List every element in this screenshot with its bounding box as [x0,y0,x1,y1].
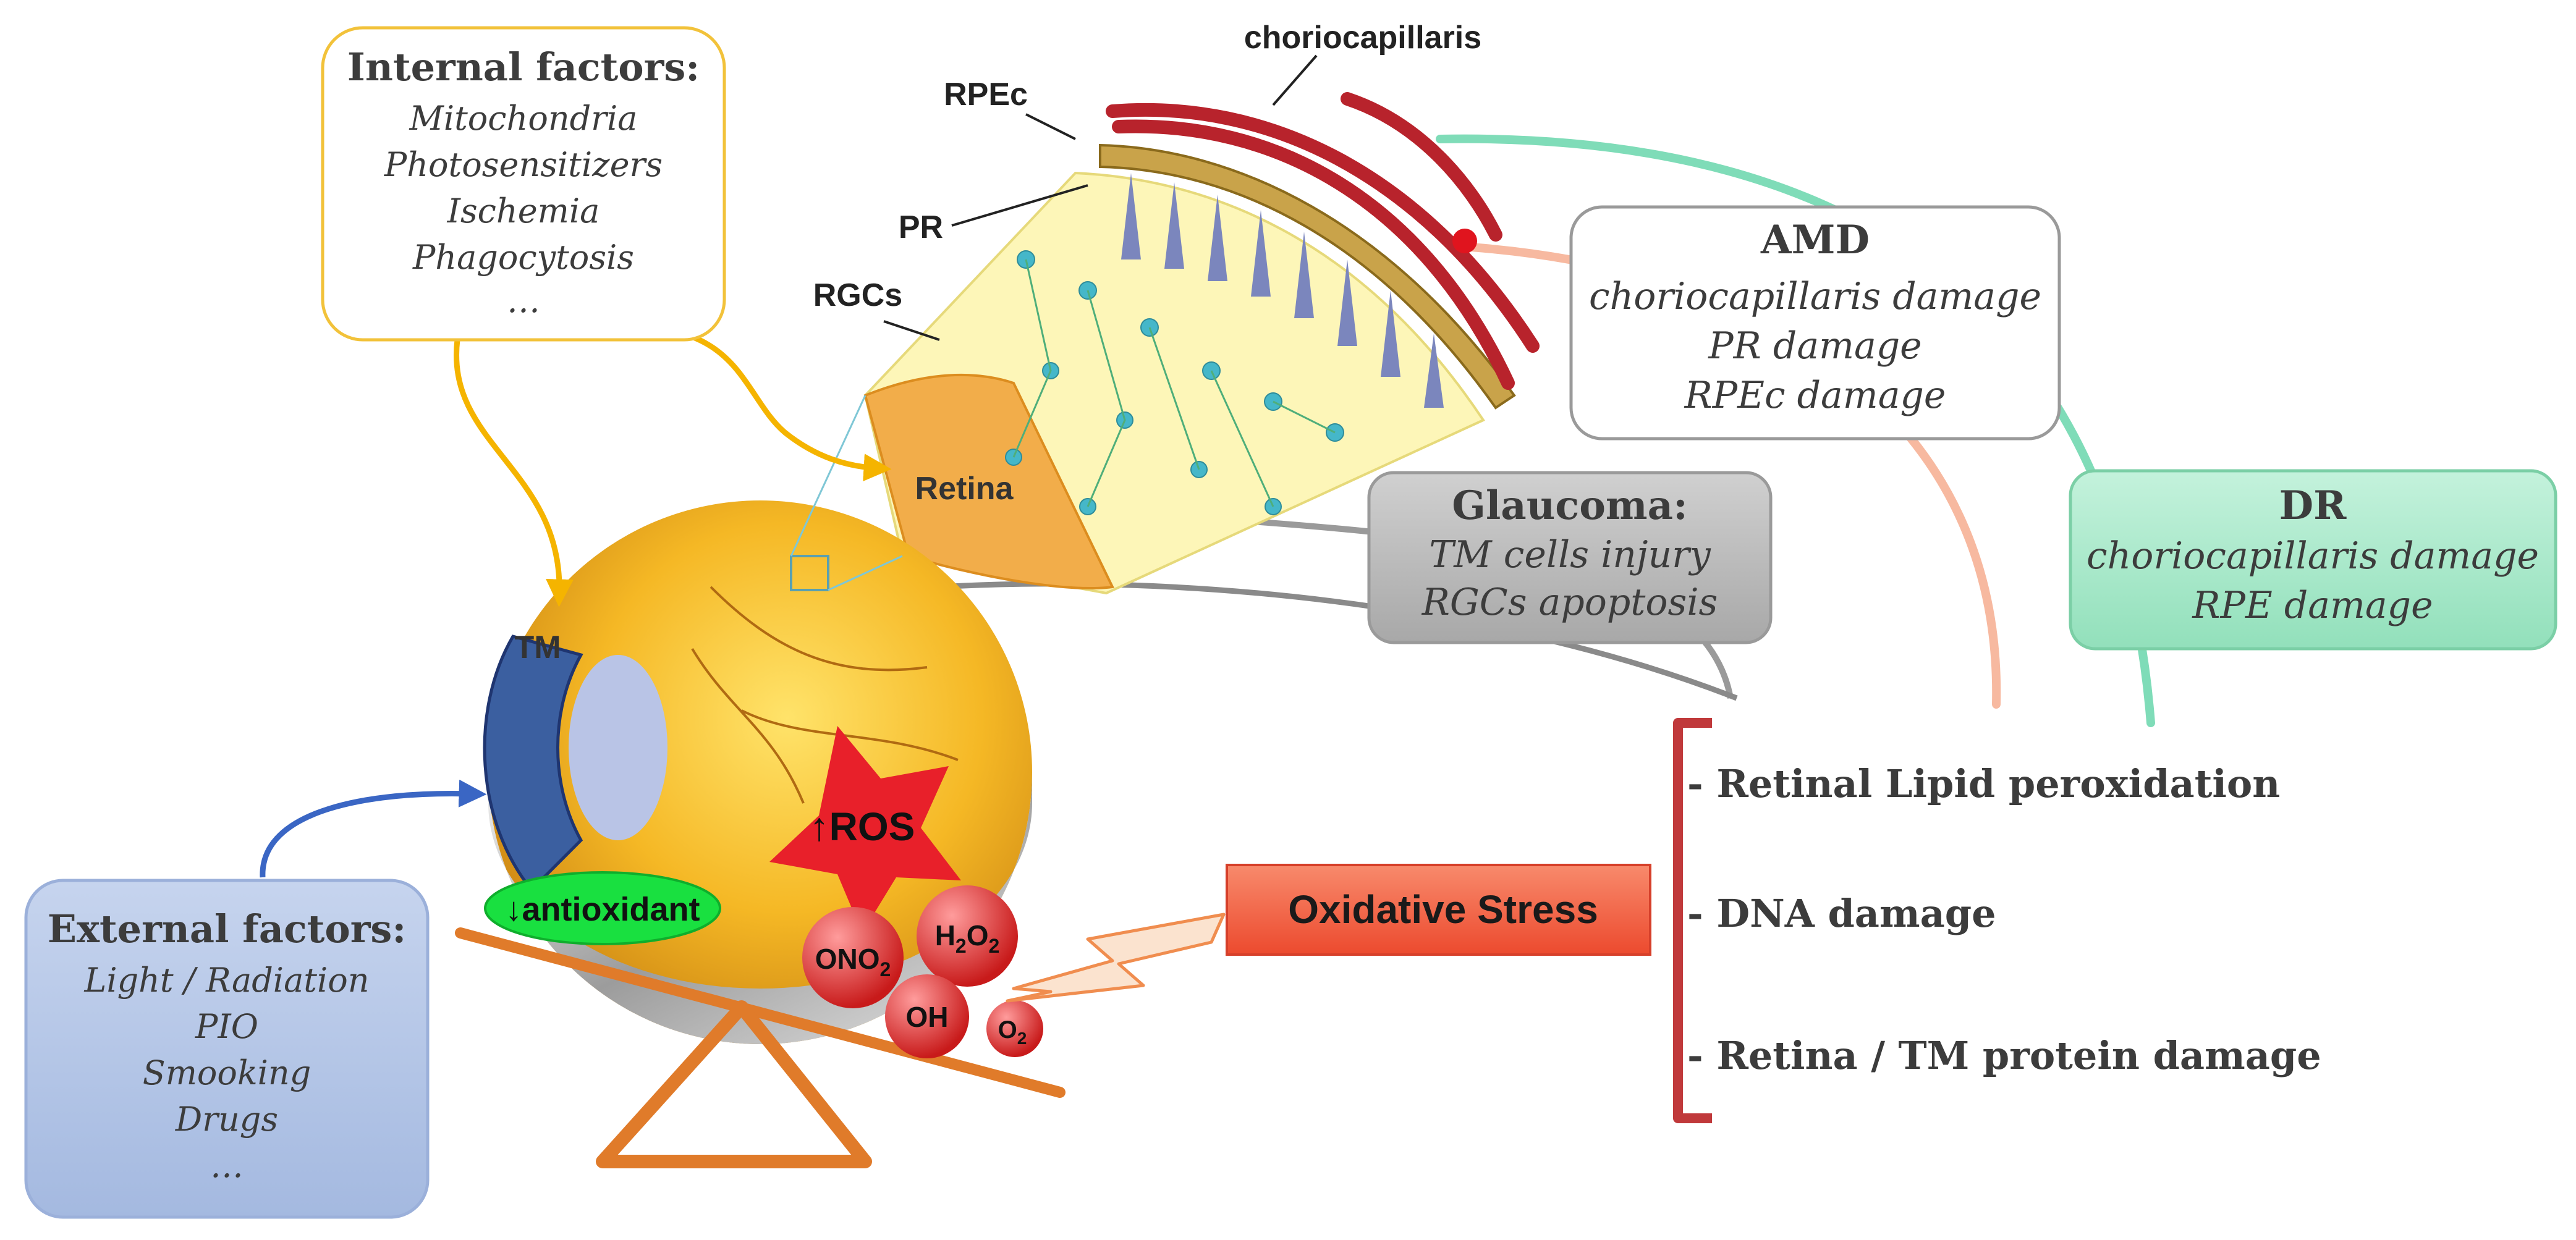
seesaw-fulcrum [596,1000,872,1168]
ros-star [769,726,961,933]
amd-box [1569,205,2061,441]
molecule-h2o2-label: H2O2 [935,919,1000,957]
balance-scale [455,726,1066,1168]
retina-label: Retina [915,471,1014,507]
eye-lens [569,655,667,840]
amd-title: AMD [1760,217,1870,263]
oxidative-stress-label: Oxidative Stress [1288,887,1598,932]
rgcs-pointer [883,320,940,341]
molecule-o2 [986,1000,1043,1057]
internal-factor-item: Phagocytosis [412,238,634,277]
choriocapillaris-dot [1452,229,1477,253]
rpec-pointer [1025,113,1076,140]
molecule-o2-label: O2 [998,1016,1027,1048]
glaucoma-item: TM cells injury [1429,533,1711,576]
antioxidant-label: ↓antioxidant [505,891,700,928]
rgcs-label: RGCs [813,277,902,313]
retinal-neurons [1005,250,1344,515]
amd-item: PR damage [1708,324,1921,368]
dr-box [2069,469,2557,651]
choriocapillaris-pointer [1272,54,1318,106]
internal-factor-item: Ischemia [447,192,600,230]
external-factor-item: Light / Radiation [83,961,369,1000]
internal-to-tm-arrow [454,339,574,607]
pr-pointer [951,184,1088,227]
glaucoma-box [1367,471,1773,644]
internal-to-retina-arrow [617,324,892,482]
retina-zoom-line-2 [828,555,903,591]
choriocapillaris-vessels [1106,92,1540,390]
effect-item: - Retina / TM protein damage [1687,1033,2321,1078]
dr-item: choriocapillaris damage [2087,534,2539,578]
internal-factors-box [321,26,726,342]
molecule-oh-label: OH [906,1001,949,1033]
amd-item: choriocapillaris damage [1589,275,2041,318]
antioxidant-pill [484,871,721,945]
choriocapillaris-label: choriocapillaris [1244,20,1481,56]
external-factors-title: External factors: [48,906,406,951]
molecule-ono2 [802,907,904,1008]
tm-region-marker [790,555,829,591]
dr-item: RPE damage [2192,584,2433,627]
glaucoma-title: Glaucoma: [1452,483,1687,529]
glaucoma-item: RGCs apoptosis [1421,581,1718,624]
rpe-layer [1099,143,1516,410]
seesaw-beam [455,927,1066,1098]
external-factor-item: PIO [195,1007,258,1046]
retina-illustration [863,92,1540,595]
dr-title: DR [2279,483,2347,529]
external-factor-item: Drugs [175,1100,278,1139]
photoreceptor-cells [1121,173,1444,408]
molecule-ono2-label: ONO2 [815,943,891,981]
internal-factor-item: Photosensitizers [384,145,663,184]
internal-factors-title: Internal factors: [347,44,700,90]
ros-label: ↑ROS [810,804,915,849]
effect-item: - Retinal Lipid peroxidation [1687,761,2280,806]
molecule-h2o2 [917,885,1018,987]
effect-item: - DNA damage [1687,891,1996,936]
effects-bracket [1673,718,1712,1123]
external-factor-item: Smooking [143,1053,311,1092]
amd-item: RPEc damage [1684,374,1946,417]
retinal-connections [1012,259,1336,507]
pr-label: PR [899,209,943,245]
external-factor-item: … [210,1146,244,1185]
tm-label: TM [514,630,561,665]
molecule-oh [885,974,969,1058]
internal-factor-item: … [507,281,540,320]
oxidative-stress-box [1226,864,1651,956]
internal-factor-item: Mitochondria [409,99,638,138]
retina-zoom-line-1 [790,395,866,557]
external-factors-box [24,879,430,1219]
external-to-eye-arrow [260,779,487,878]
retina-orange-band [863,373,1115,589]
rpec-label: RPEc [944,77,1028,112]
lightning-bolt-icon [1006,913,1226,1003]
